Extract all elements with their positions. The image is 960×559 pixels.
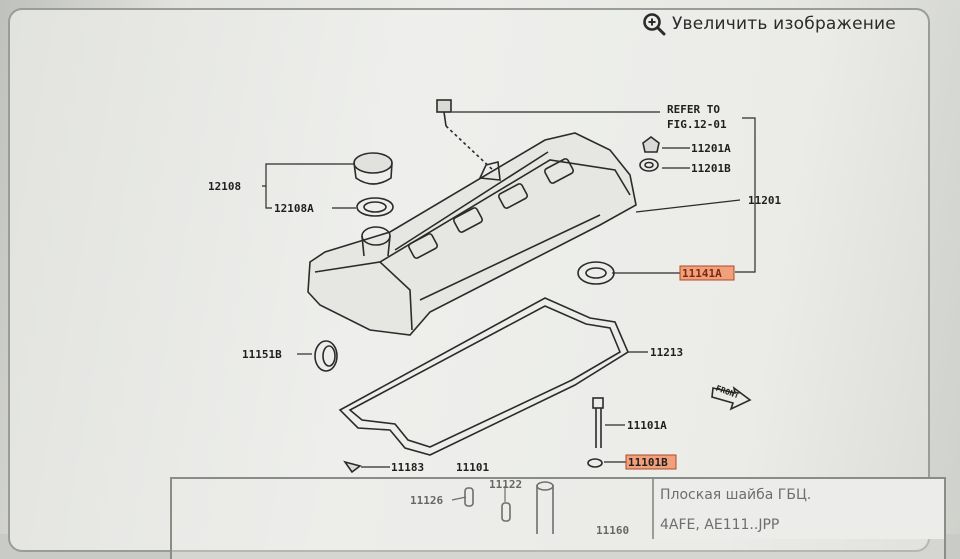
label-front: FRONT xyxy=(715,384,741,401)
plug-seal-part xyxy=(314,340,338,372)
label-12108: 12108 xyxy=(208,180,241,193)
image-caption[interactable]: Плоская шайба ГБЦ. 4AFE, AE111..JPP xyxy=(652,479,944,539)
label-refer-line1: REFER TO xyxy=(667,103,720,116)
zoom-in-label: Увеличить изображение xyxy=(672,14,896,34)
gasket-part xyxy=(338,297,630,456)
label-11126: 11126 xyxy=(410,494,443,507)
front-arrow-icon xyxy=(711,386,752,411)
label-11151b: 11151B xyxy=(242,348,282,361)
spark-plug-wells xyxy=(408,158,574,259)
zoom-in-icon xyxy=(643,13,666,36)
label-11201b: 11201B xyxy=(691,162,731,175)
highlight-11101b xyxy=(625,454,677,470)
stud-bolt-part xyxy=(587,397,604,468)
label-11101a: 11101A xyxy=(627,419,667,432)
caption-line-1: Плоская шайба ГБЦ. xyxy=(660,487,812,503)
seal-part xyxy=(577,261,615,285)
parts-diagram: REFER TO FIG.12-01 11201A 11201B 11201 1… xyxy=(208,99,781,534)
label-11183: 11183 xyxy=(391,461,424,474)
grommet-parts xyxy=(639,136,660,172)
label-11101b: 11101B xyxy=(628,456,668,469)
label-11213: 11213 xyxy=(650,346,683,359)
label-12108a: 12108A xyxy=(274,202,314,215)
oil-cap-part xyxy=(353,152,394,217)
label-11160: 11160 xyxy=(596,524,629,534)
label-refer-line2: FIG.12-01 xyxy=(667,118,727,131)
leader-lines xyxy=(262,111,756,502)
label-11101: 11101 xyxy=(456,461,489,474)
bolt-part xyxy=(436,99,496,173)
label-11122: 11122 xyxy=(489,478,522,491)
caption-line-2: 4AFE, AE111..JPP xyxy=(660,517,780,533)
label-11141a: 11141A xyxy=(682,267,722,280)
label-11201a: 11201A xyxy=(691,142,731,155)
highlight-11141a xyxy=(679,265,735,281)
lower-parts xyxy=(343,460,554,534)
zoom-in-button[interactable]: Увеличить изображение xyxy=(642,12,896,36)
label-11201: 11201 xyxy=(748,194,781,207)
valve-cover-part xyxy=(307,132,637,336)
